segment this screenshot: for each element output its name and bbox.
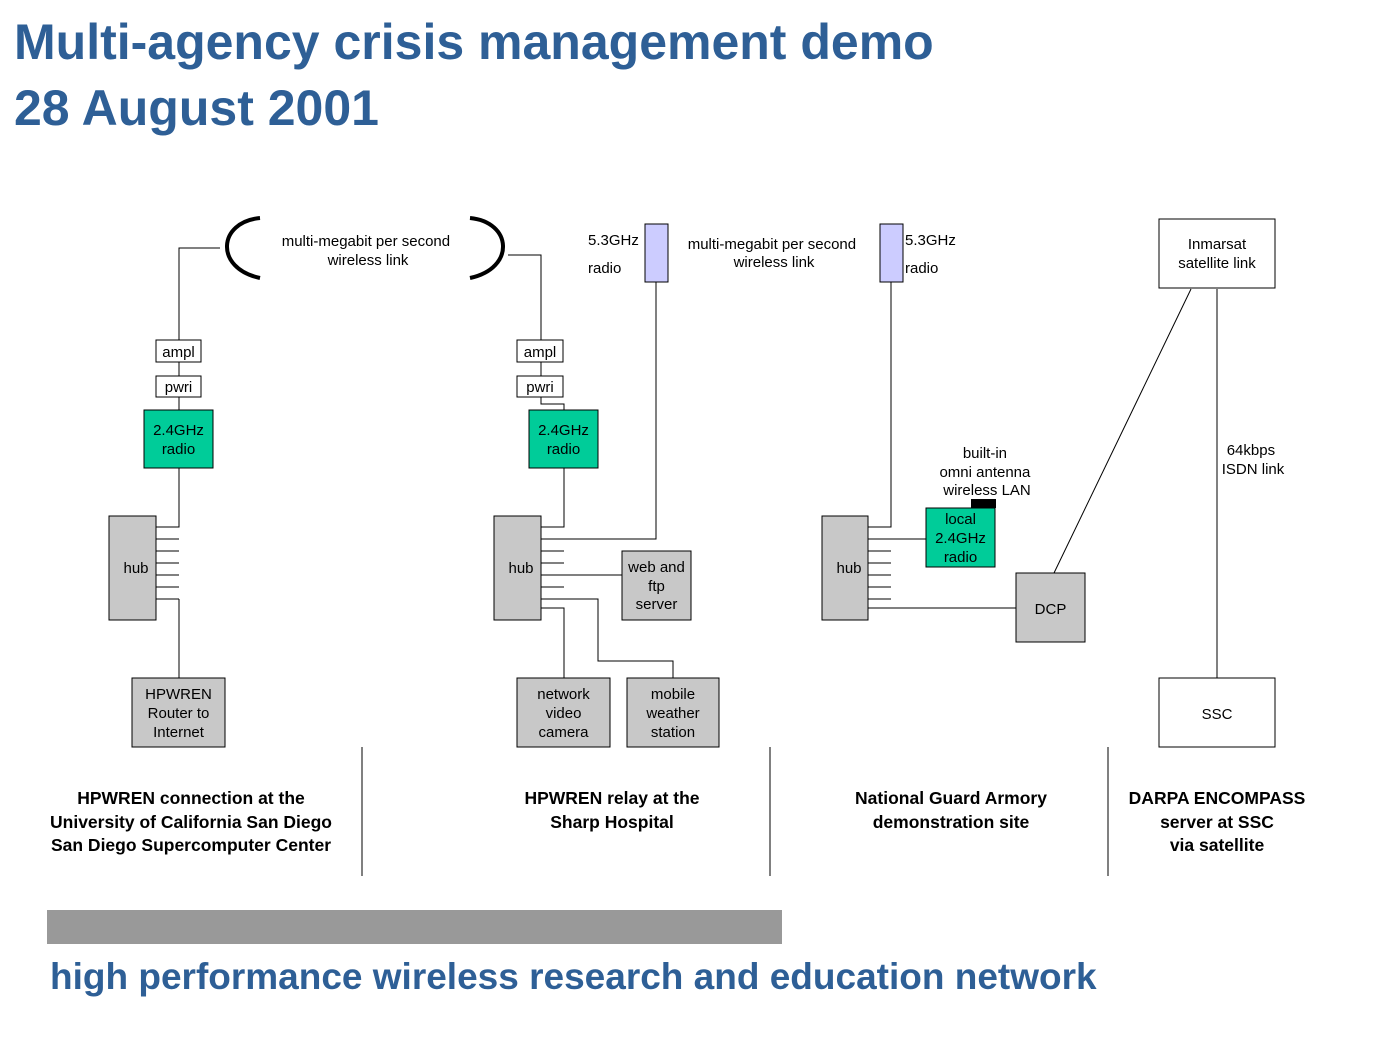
caption-ucsd: HPWREN connection at the University of C… (50, 788, 332, 855)
line-dcp-inmarsat (1053, 288, 1192, 574)
caption-armory: National Guard Armory demonstration site (855, 788, 1047, 832)
svg-text:pwri: pwri (165, 379, 193, 396)
hub-ucsd: hub (108, 515, 157, 621)
wireless-right-bracket (469, 216, 505, 280)
omni-antenna-block (971, 499, 996, 508)
line-ucsd-radio-hub (156, 468, 180, 528)
svg-text:hub: hub (508, 560, 533, 577)
radio-53ghz-label-sharp: 5.3GHz radio (588, 232, 643, 277)
line-sharp-hub-weather (541, 598, 674, 678)
svg-text:hub: hub (123, 560, 148, 577)
antenna-53ghz-armory (879, 223, 904, 283)
svg-text:SSC: SSC (1202, 706, 1233, 723)
ampl-box-sharp: ampl (516, 339, 564, 363)
caption-darpa: DARPA ENCOMPASS server at SSC via satell… (1128, 788, 1306, 855)
svg-text:hub: hub (836, 560, 861, 577)
connection-lines (156, 247, 1218, 876)
pwri-box-sharp: pwri (516, 375, 564, 398)
page-title-line2: 28 August 2001 (14, 80, 379, 136)
pwri-box-ucsd: pwri (155, 375, 202, 398)
footer-tagline: high performance wireless research and e… (50, 956, 1097, 997)
wireless-left-bracket (225, 216, 261, 280)
ampl-box-ucsd: ampl (155, 339, 202, 363)
ssc-server: SSC (1158, 677, 1276, 748)
wireless-link-label-sharp-armory: multi-megabit per second wireless link (688, 236, 861, 271)
line-sharp-hub-camera (541, 607, 565, 678)
line-sharp-antenna-hub (541, 282, 657, 540)
wireless-link-symbol (225, 216, 505, 280)
line-sharp-pwri-radio (540, 397, 565, 410)
isdn-link-label: 64kbps ISDN link (1222, 442, 1285, 478)
svg-text:ampl: ampl (162, 344, 195, 361)
builtin-antenna-label: built-in omni antenna wireless LAN (939, 445, 1034, 499)
antenna-53ghz-sharp (644, 223, 669, 283)
footer-bar (47, 910, 782, 944)
hub-sharp: hub (493, 515, 542, 621)
hub-armory: hub (821, 515, 869, 621)
page-title-line1: Multi-agency crisis management demo (14, 14, 934, 70)
line-sharp-radio-hub (541, 468, 565, 528)
line-sharp-wireless-to-ampl (508, 254, 542, 340)
svg-text:DCP: DCP (1035, 601, 1067, 618)
caption-sharp: HPWREN relay at the Sharp Hospital (524, 788, 700, 832)
svg-text:pwri: pwri (526, 379, 554, 396)
line-armory-antenna-hub (868, 282, 892, 528)
svg-text:ampl: ampl (524, 344, 557, 361)
dcp-armory: DCP (1015, 572, 1086, 643)
wireless-link-label-ucsd: multi-megabit per second wireless link (282, 233, 455, 269)
radio-53ghz-label-armory: 5.3GHz radio (905, 232, 960, 277)
line-ucsd-wireless-to-ampl (178, 247, 220, 340)
